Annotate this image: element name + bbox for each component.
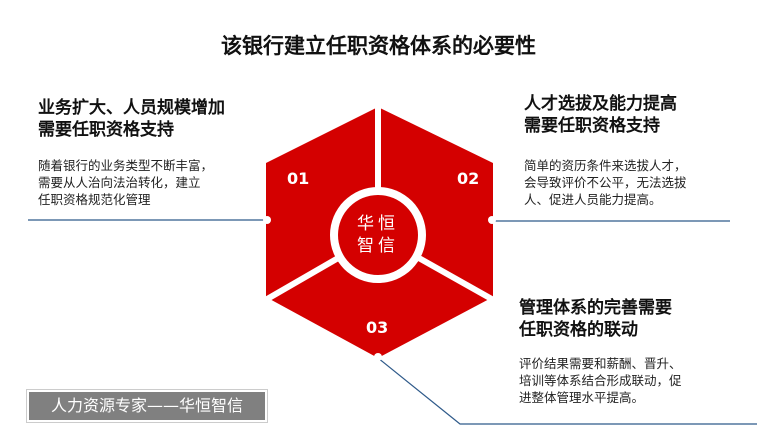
dot <box>374 353 382 361</box>
item-heading: 需要任职资格支持 <box>38 120 174 140</box>
item-desc: 会导致评价不公平，无法选拔 <box>524 175 687 190</box>
item-03: 管理体系的完善需要 任职资格的联动 评价结果需要和薪酬、晋升、 培训等体系结合形… <box>519 297 682 406</box>
number-03: 03 <box>366 318 389 337</box>
connector-03 <box>377 357 757 425</box>
item-desc: 简单的资历条件来选拔人才， <box>524 158 687 173</box>
center-logo-text: 华恒 智信 <box>338 213 418 257</box>
item-desc: 培训等体系结合形成联动，促 <box>519 373 682 388</box>
item-02: 人才选拔及能力提高 需要任职资格支持 简单的资历条件来选拔人才， 会导致评价不公… <box>524 93 687 208</box>
item-heading: 任职资格的联动 <box>519 320 638 340</box>
number-02: 02 <box>457 169 480 188</box>
center-line2: 智信 <box>357 236 399 256</box>
page-title: 该银行建立任职资格体系的必要性 <box>221 34 536 58</box>
number-01: 01 <box>287 169 310 188</box>
item-heading: 业务扩大、人员规模增加 <box>38 98 225 118</box>
center-line1: 华恒 <box>357 214 399 234</box>
footer-badge: 人力资源专家——华恒智信 <box>26 389 268 423</box>
item-desc: 进整体管理水平提高。 <box>519 390 645 405</box>
center-circle <box>338 195 418 275</box>
item-heading: 人才选拔及能力提高 <box>524 94 677 114</box>
dot <box>488 216 496 224</box>
dot <box>263 216 271 224</box>
item-desc: 需要从人治向法治转化，建立 <box>38 175 201 190</box>
item-desc: 随着银行的业务类型不断丰富， <box>38 158 214 173</box>
item-01: 业务扩大、人员规模增加 需要任职资格支持 随着银行的业务类型不断丰富， 需要从人… <box>38 97 225 208</box>
item-desc: 评价结果需要和薪酬、晋升、 <box>519 356 682 371</box>
item-heading: 管理体系的完善需要 <box>519 298 672 318</box>
item-desc: 任职资格规范化管理 <box>38 192 151 207</box>
item-desc: 人、促进人员能力提高。 <box>524 192 662 207</box>
item-heading: 需要任职资格支持 <box>524 116 660 136</box>
